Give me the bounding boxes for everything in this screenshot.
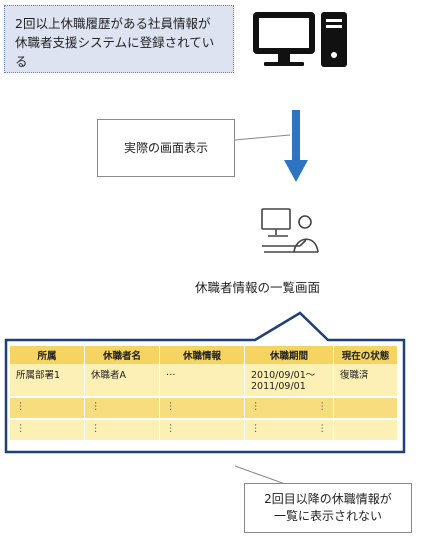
cell-status: 復職済 — [333, 364, 398, 398]
top-note: 2回以上休職履歴がある社員情報が 休職者支援システムに登録されている — [4, 5, 234, 73]
ellipsis: ⋮ — [91, 401, 101, 412]
cell-period-start: 2010/09/01～ — [251, 370, 316, 381]
ellipsis: ⋮ — [251, 423, 261, 434]
header-dept: 所属 — [10, 346, 85, 364]
cell-period-end: 2011/09/01 — [251, 381, 306, 392]
ellipsis: ⋮ — [16, 401, 26, 412]
ellipsis: ⋮ — [317, 401, 328, 412]
screen-caption: 休職者情報の一覧画面 — [195, 280, 321, 295]
leave-list-table: 所属 休職者名 休職情報 休職期間 現在の状態 所属部署1 休職者A … 201… — [10, 346, 398, 444]
bottom-callout: 2回目以降の休職情報が 一覧に表示されない — [244, 483, 412, 533]
bottom-callout-connector — [234, 465, 289, 486]
header-name: 休職者名 — [84, 346, 160, 364]
computer-icon — [253, 12, 347, 67]
top-note-line2: 休職者支援システムに登録されている — [15, 35, 215, 69]
header-period: 休職期間 — [244, 346, 334, 364]
header-info: 休職情報 — [159, 346, 245, 364]
down-arrow-icon — [292, 110, 300, 162]
ellipsis: ⋮ — [16, 423, 26, 434]
ellipsis: ⋮ — [166, 401, 176, 412]
header-status: 現在の状態 — [333, 346, 398, 364]
cell-info: … — [159, 364, 245, 398]
table-row: ⋮ ⋮ ⋮ ⋮ ⋮ — [10, 397, 398, 420]
ellipsis: ⋮ — [251, 401, 261, 412]
mid-callout: 実際の画面表示 — [97, 119, 235, 177]
ellipsis: ⋮ — [166, 423, 176, 434]
bottom-callout-line1: 2回目以降の休職情報が — [264, 492, 392, 506]
cell-period: 2010/09/01～ 2011/09/01 — [244, 364, 334, 398]
cell-name: 休職者A — [84, 364, 160, 398]
table-row: ⋮ ⋮ ⋮ ⋮ ⋮ — [10, 419, 398, 442]
top-note-line1: 2回以上休職履歴がある社員情報が — [15, 16, 211, 31]
mid-callout-connector — [234, 134, 291, 141]
table-header-row: 所属 休職者名 休職情報 休職期間 現在の状態 — [10, 346, 398, 364]
bottom-callout-line2: 一覧に表示されない — [273, 509, 382, 523]
down-arrow-head — [284, 160, 308, 182]
ellipsis: ⋮ — [91, 423, 101, 434]
user-at-desk-icon — [261, 208, 319, 253]
cell-dept: 所属部署1 — [10, 364, 85, 398]
ellipsis: ⋮ — [317, 423, 328, 434]
table-row: 所属部署1 休職者A … 2010/09/01～ 2011/09/01 復職済 — [10, 364, 398, 398]
